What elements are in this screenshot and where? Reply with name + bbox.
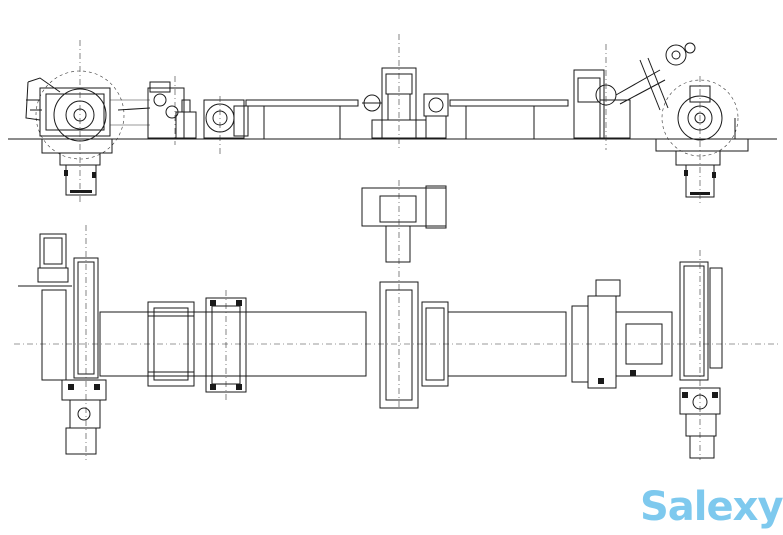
leveler-unit xyxy=(147,76,197,145)
roller-unit xyxy=(203,96,249,155)
recoiler-right xyxy=(573,42,749,205)
guide-frame-1 xyxy=(147,301,195,387)
central-cutter xyxy=(362,34,449,150)
conveyor-table-2 xyxy=(449,99,569,139)
central-cutter-plan xyxy=(361,180,449,410)
uncoiler-plan-left xyxy=(18,225,107,460)
uncoiler-left xyxy=(25,40,151,205)
salexy-watermark-logo: Salexy xyxy=(640,484,783,530)
plan-view xyxy=(14,180,780,460)
conveyor-table-1 xyxy=(245,99,359,139)
strip-left xyxy=(99,311,367,377)
recoiler-plan-right xyxy=(571,250,723,460)
guide-frame-2 xyxy=(205,290,247,400)
side-elevation xyxy=(8,34,777,205)
